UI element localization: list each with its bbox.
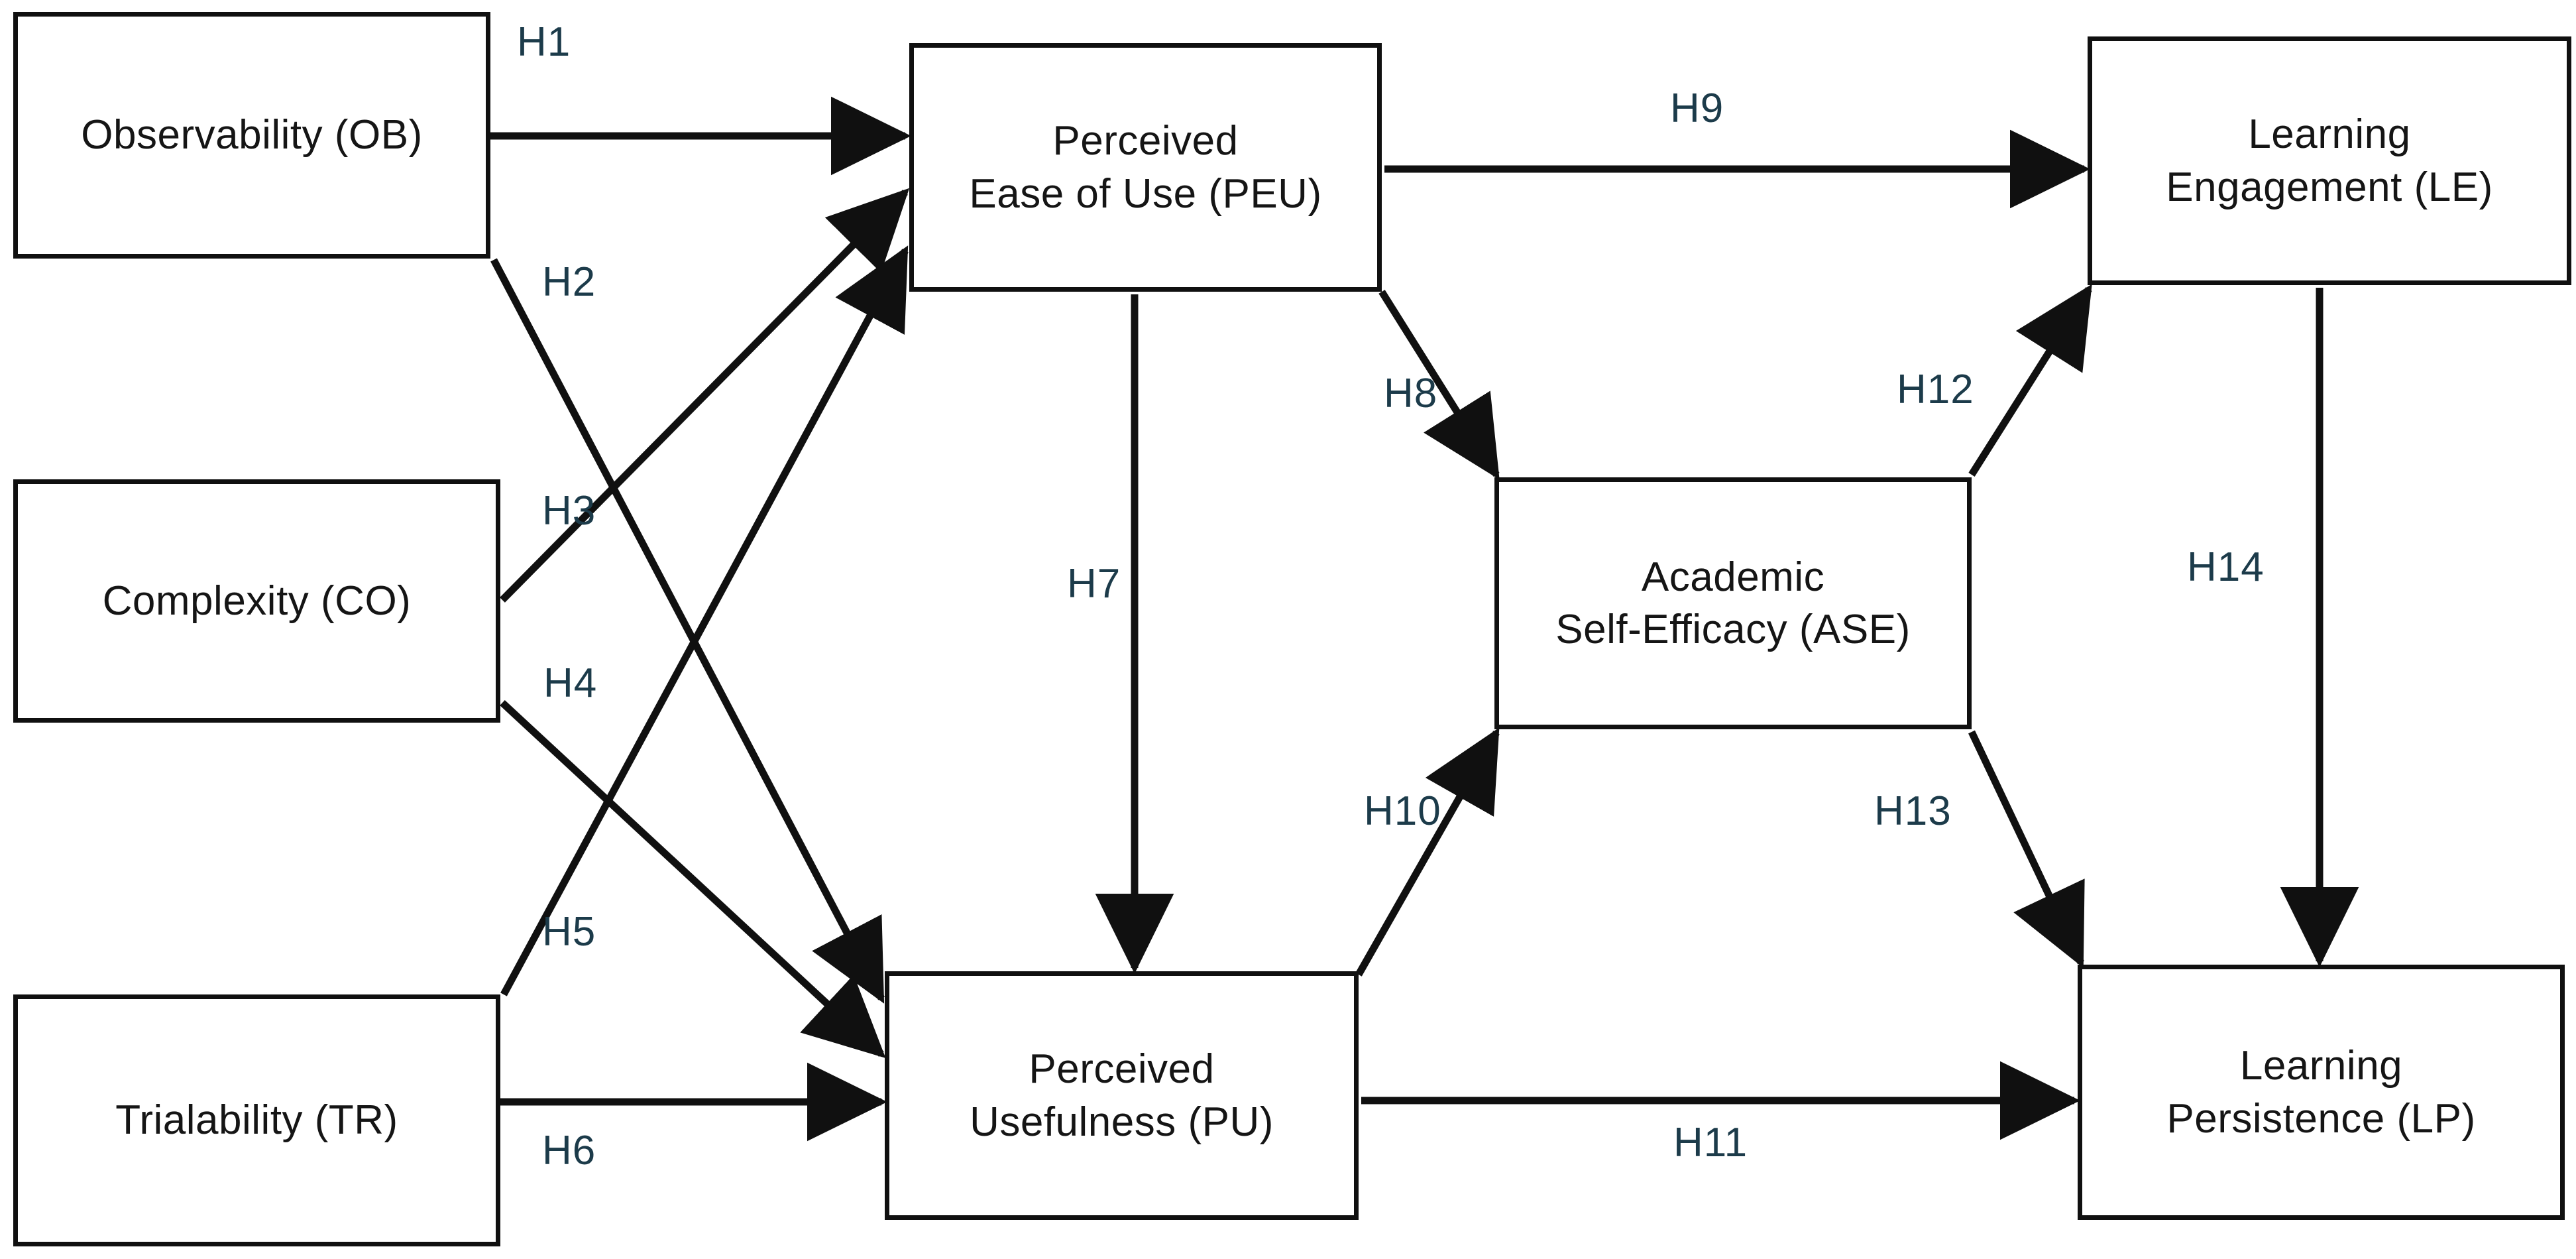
node-observability[interactable]: Observability (OB) <box>13 12 490 259</box>
node-perceived-ease-of-use[interactable]: Perceived Ease of Use (PEU) <box>909 43 1382 292</box>
arrow-h4 <box>500 699 886 1058</box>
hypothesis-label-h9: H9 <box>1670 86 1724 131</box>
hypothesis-label-h3: H3 <box>542 488 596 534</box>
hypothesis-label-h7: H7 <box>1067 561 1121 607</box>
hypothesis-label-h14: H14 <box>2187 544 2265 590</box>
arrow-h13 <box>1968 730 2085 968</box>
arrow-h10 <box>1355 727 1500 977</box>
node-complexity[interactable]: Complexity (CO) <box>13 479 500 723</box>
hypothesis-label-h8: H8 <box>1384 371 1438 416</box>
arrow-h8 <box>1378 290 1500 480</box>
hypothesis-label-h6: H6 <box>542 1128 596 1173</box>
node-learning-persistence[interactable]: Learning Persistence (LP) <box>2078 965 2565 1220</box>
hypothesis-label-h10: H10 <box>1364 788 1441 834</box>
node-learning-engagement[interactable]: Learning Engagement (LE) <box>2088 36 2571 285</box>
arrow-h5 <box>500 245 909 996</box>
hypothesis-label-h1: H1 <box>517 19 571 65</box>
hypothesis-label-h11: H11 <box>1673 1120 1748 1166</box>
hypothesis-label-h5: H5 <box>542 909 596 955</box>
node-trialability[interactable]: Trialability (TR) <box>13 994 500 1246</box>
hypothesis-label-h13: H13 <box>1874 788 1952 834</box>
node-perceived-usefulness[interactable]: Perceived Usefulness (PU) <box>885 971 1359 1220</box>
arrow-h2 <box>490 258 885 1004</box>
hypothesis-label-h2: H2 <box>542 259 596 305</box>
hypothesis-label-h12: H12 <box>1897 367 1974 412</box>
hypothesis-label-h4: H4 <box>543 660 598 706</box>
arrow-h12 <box>1968 284 2092 477</box>
node-academic-self-efficacy[interactable]: Academic Self-Efficacy (ASE) <box>1494 477 1972 729</box>
